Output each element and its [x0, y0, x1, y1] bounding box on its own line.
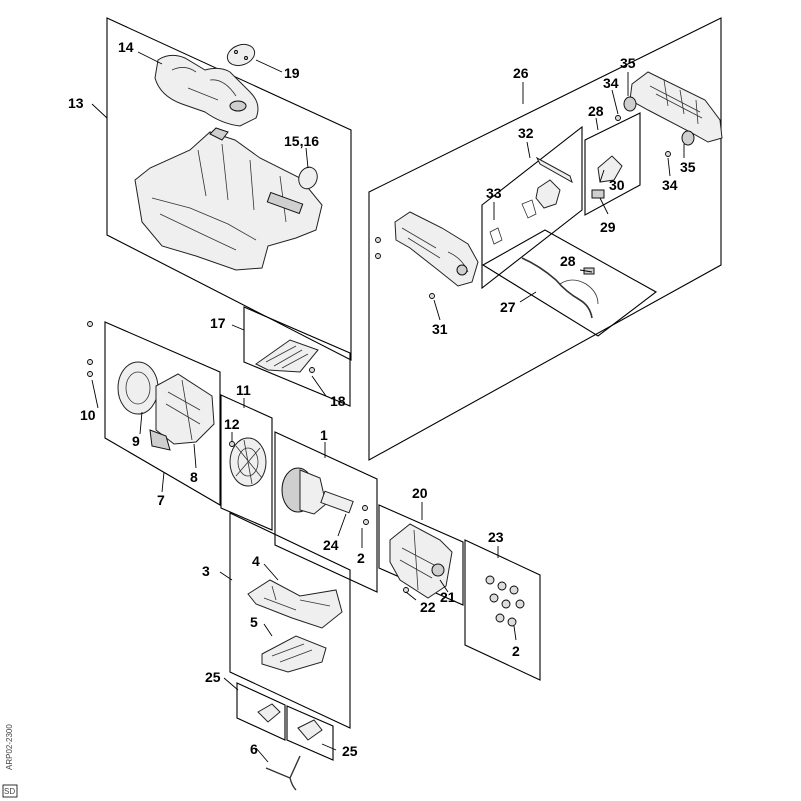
callout-13: 13: [68, 95, 84, 111]
chute-assembly: [247, 579, 343, 673]
panel-filter-cover: [243, 306, 351, 407]
callout-19: 19: [284, 65, 300, 81]
callout-18: 18: [330, 393, 346, 409]
motor: [281, 467, 368, 515]
seal-disk: [298, 166, 318, 190]
callout-14: 14: [118, 39, 134, 55]
callout-33: 33: [486, 185, 502, 201]
panel-cord: [481, 229, 658, 337]
panel-clip-a: [236, 682, 286, 741]
impeller: [229, 437, 267, 487]
upper-handle-cover: [154, 54, 259, 127]
panel-outlines: [104, 17, 722, 761]
callout-27: 27: [500, 299, 516, 315]
callout-26: 26: [513, 65, 529, 81]
callout-35-top: 35: [620, 55, 636, 71]
panel-chute: [229, 512, 351, 729]
callout-31: 31: [432, 321, 448, 337]
callout-24: 24: [323, 537, 339, 553]
front-housing: [389, 523, 453, 599]
handle-assembly: [623, 71, 723, 146]
power-cord: [521, 257, 599, 319]
panel-lever-subassembly: [481, 125, 583, 290]
screw-set: [485, 575, 525, 627]
callout-28-cord: 28: [560, 253, 576, 269]
callout-2-motor: 2: [357, 550, 365, 566]
callout-1: 1: [320, 427, 328, 443]
clip-parts: [257, 703, 323, 741]
cable-tie: [265, 755, 301, 791]
callout-25-right: 25: [342, 743, 358, 759]
callout-3: 3: [202, 563, 210, 579]
callout-29: 29: [600, 219, 616, 235]
callout-30: 30: [609, 177, 625, 193]
callout-7: 7: [157, 492, 165, 508]
callout-6: 6: [250, 741, 258, 757]
callout-32: 32: [518, 125, 534, 141]
callout-12: 12: [224, 416, 240, 432]
callout-23: 23: [488, 529, 504, 545]
callout-15-16: 15,16: [284, 133, 319, 149]
panel-switch: [584, 112, 641, 216]
callout-10: 10: [80, 407, 96, 423]
panel-screws: [464, 539, 541, 681]
loose-screws: [87, 115, 671, 593]
callout-22: 22: [420, 599, 436, 615]
callout-9: 9: [132, 433, 140, 449]
callout-labels: 14 19 13 15,16 26 35 34 28 32 30 33 29 3…: [68, 39, 696, 759]
panel-fan-housing: [104, 321, 221, 506]
lower-housing: [134, 127, 323, 271]
callout-34-right: 34: [662, 177, 678, 193]
leader-lines: [91, 51, 685, 763]
callout-8: 8: [190, 469, 198, 485]
fan-housing: [117, 361, 215, 451]
panel-front-housing: [378, 504, 464, 606]
panel-upper-housing: [106, 17, 352, 361]
callout-35-right: 35: [680, 159, 696, 175]
panel-handle-assembly: [368, 17, 722, 461]
panel-clip-b: [286, 705, 334, 761]
callout-17: 17: [210, 315, 226, 331]
corner-mark: SD: [4, 787, 15, 796]
panel-impeller: [220, 394, 273, 531]
callout-34-top: 34: [603, 75, 619, 91]
callout-28-top: 28: [588, 103, 604, 119]
side-code: ARP02-2300: [5, 724, 14, 770]
callout-4: 4: [252, 553, 260, 569]
cover-plate: [226, 43, 256, 67]
callout-5: 5: [250, 614, 258, 630]
filter-cover: [255, 339, 319, 373]
lever-parts: [489, 156, 573, 245]
panel-motor: [274, 431, 378, 593]
handle-tube: [394, 211, 479, 287]
callout-20: 20: [412, 485, 428, 501]
switch-part: [591, 155, 623, 199]
callout-2-screws: 2: [512, 643, 520, 659]
corner-mark-box: [2, 784, 18, 798]
callout-25-left: 25: [205, 669, 221, 685]
callout-11: 11: [236, 382, 251, 398]
callout-21: 21: [440, 589, 456, 605]
